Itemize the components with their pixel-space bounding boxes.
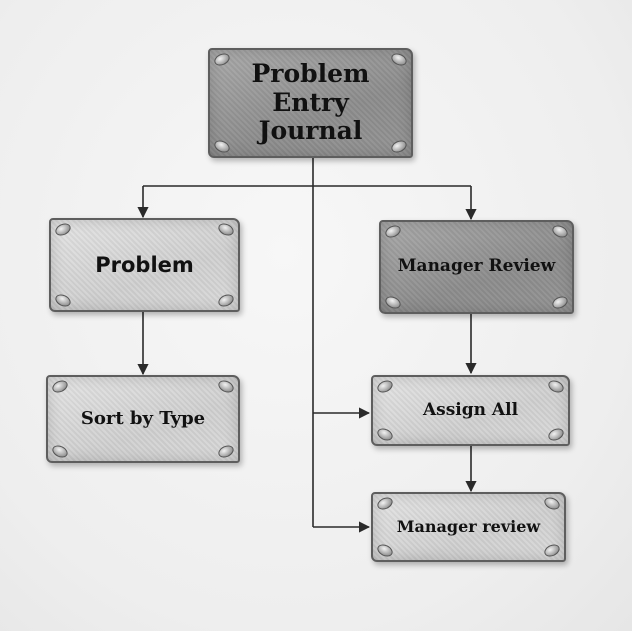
node-manager-review-2[interactable]: Manager review bbox=[371, 492, 566, 562]
node-label: Sort by Type bbox=[80, 407, 206, 429]
pin-icon bbox=[375, 378, 395, 395]
node-label: Problem Entry Journal bbox=[251, 58, 370, 146]
node-problem[interactable]: Problem bbox=[49, 218, 240, 312]
pin-icon bbox=[383, 223, 403, 240]
pin-icon bbox=[216, 378, 236, 395]
pin-icon bbox=[375, 542, 395, 559]
pin-icon bbox=[542, 542, 562, 559]
node-sort-by-type[interactable]: Sort by Type bbox=[46, 375, 240, 463]
pin-icon bbox=[216, 221, 236, 238]
pin-icon bbox=[50, 378, 70, 395]
pin-icon bbox=[375, 495, 395, 512]
node-label: Problem bbox=[95, 252, 194, 277]
pin-icon bbox=[546, 378, 566, 395]
pin-icon bbox=[550, 294, 570, 311]
pin-icon bbox=[550, 223, 570, 240]
node-label: Manager review bbox=[396, 516, 541, 536]
pin-icon bbox=[383, 294, 403, 311]
pin-icon bbox=[50, 443, 70, 460]
node-label: Assign All bbox=[422, 399, 519, 420]
node-problem-entry-journal[interactable]: Problem Entry Journal bbox=[208, 48, 413, 158]
pin-icon bbox=[542, 495, 562, 512]
node-label: Manager Review bbox=[397, 256, 556, 277]
node-manager-review[interactable]: Manager Review bbox=[379, 220, 574, 314]
pin-icon bbox=[53, 292, 73, 309]
node-assign-all[interactable]: Assign All bbox=[371, 375, 570, 446]
pin-icon bbox=[53, 221, 73, 238]
pin-icon bbox=[216, 292, 236, 309]
pin-icon bbox=[375, 426, 395, 443]
pin-icon bbox=[216, 443, 236, 460]
pin-icon bbox=[546, 426, 566, 443]
